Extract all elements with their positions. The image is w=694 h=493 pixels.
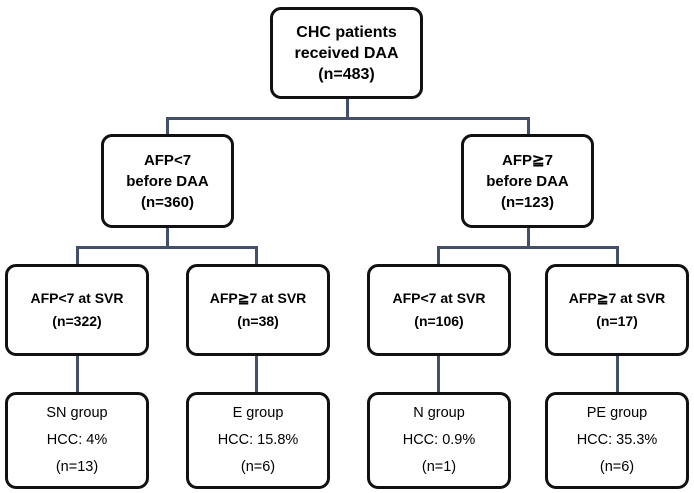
node-line: CHC patients — [296, 23, 397, 41]
node-afp-high-at-svr-38[interactable]: AFP≧7 at SVR (n=38) — [186, 264, 330, 356]
connector-col4-to-pe-group — [616, 355, 619, 393]
group-hcc-rate: HCC: 0.9% — [402, 432, 476, 448]
connector-level3-right-bar — [437, 246, 619, 249]
node-line: (n=38) — [237, 313, 279, 329]
node-afp-high-before-daa[interactable]: AFP≧7 before DAA (n=123) — [461, 134, 594, 228]
node-line: (n=17) — [596, 313, 638, 329]
connector-level3-col2-drop — [255, 246, 258, 265]
connector-level2-bar — [166, 117, 530, 120]
group-name: N group — [413, 405, 465, 421]
group-count: (n=6) — [599, 459, 635, 475]
connector-level3-col1-drop — [76, 246, 79, 265]
group-name: SN group — [46, 405, 108, 421]
connector-level2-right-drop — [527, 117, 530, 135]
connector-col2-to-e-group — [255, 355, 258, 393]
node-line: before DAA — [486, 172, 569, 190]
connector-afp-high-stem — [527, 227, 530, 247]
connector-level2-left-drop — [166, 117, 169, 135]
group-count: (n=6) — [240, 459, 276, 475]
group-count: (n=1) — [421, 459, 457, 475]
node-line: (n=360) — [141, 193, 194, 211]
node-afp-low-at-svr-322[interactable]: AFP<7 at SVR (n=322) — [5, 264, 149, 356]
node-n-group[interactable]: N group HCC: 0.9% (n=1) — [367, 392, 511, 489]
connector-level3-col4-drop — [616, 246, 619, 265]
group-hcc-rate: HCC: 4% — [46, 432, 108, 448]
group-count: (n=13) — [55, 459, 99, 475]
node-chc-patients-received-daa[interactable]: CHC patients received DAA (n=483) — [270, 7, 423, 99]
connector-col1-to-sn-group — [76, 355, 79, 393]
connector-col3-to-n-group — [437, 355, 440, 393]
node-sn-group[interactable]: SN group HCC: 4% (n=13) — [5, 392, 149, 489]
group-name: E group — [232, 405, 284, 421]
node-line: AFP<7 — [143, 151, 192, 169]
node-line: before DAA — [126, 172, 209, 190]
connector-level3-col3-drop — [437, 246, 440, 265]
node-pe-group[interactable]: PE group HCC: 35.3% (n=6) — [545, 392, 689, 489]
node-line: AFP≧7 at SVR — [209, 290, 307, 306]
node-afp-low-at-svr-106[interactable]: AFP<7 at SVR (n=106) — [367, 264, 511, 356]
connector-root-stem — [346, 98, 349, 118]
node-afp-low-before-daa[interactable]: AFP<7 before DAA (n=360) — [101, 134, 234, 228]
connector-afp-low-stem — [166, 227, 169, 247]
node-line: (n=322) — [52, 313, 102, 329]
node-line: (n=483) — [318, 65, 375, 83]
connector-level3-left-bar — [76, 246, 258, 249]
node-line: (n=106) — [414, 313, 464, 329]
node-afp-high-at-svr-17[interactable]: AFP≧7 at SVR (n=17) — [545, 264, 689, 356]
node-line: (n=123) — [501, 193, 554, 211]
node-e-group[interactable]: E group HCC: 15.8% (n=6) — [186, 392, 330, 489]
node-line: AFP≧7 at SVR — [568, 290, 666, 306]
group-name: PE group — [586, 405, 648, 421]
node-line: received DAA — [294, 44, 399, 62]
group-hcc-rate: HCC: 15.8% — [217, 432, 299, 448]
node-line: AFP≧7 — [502, 151, 553, 169]
node-line: AFP<7 at SVR — [30, 290, 124, 306]
node-line: AFP<7 at SVR — [392, 290, 486, 306]
group-hcc-rate: HCC: 35.3% — [576, 432, 658, 448]
